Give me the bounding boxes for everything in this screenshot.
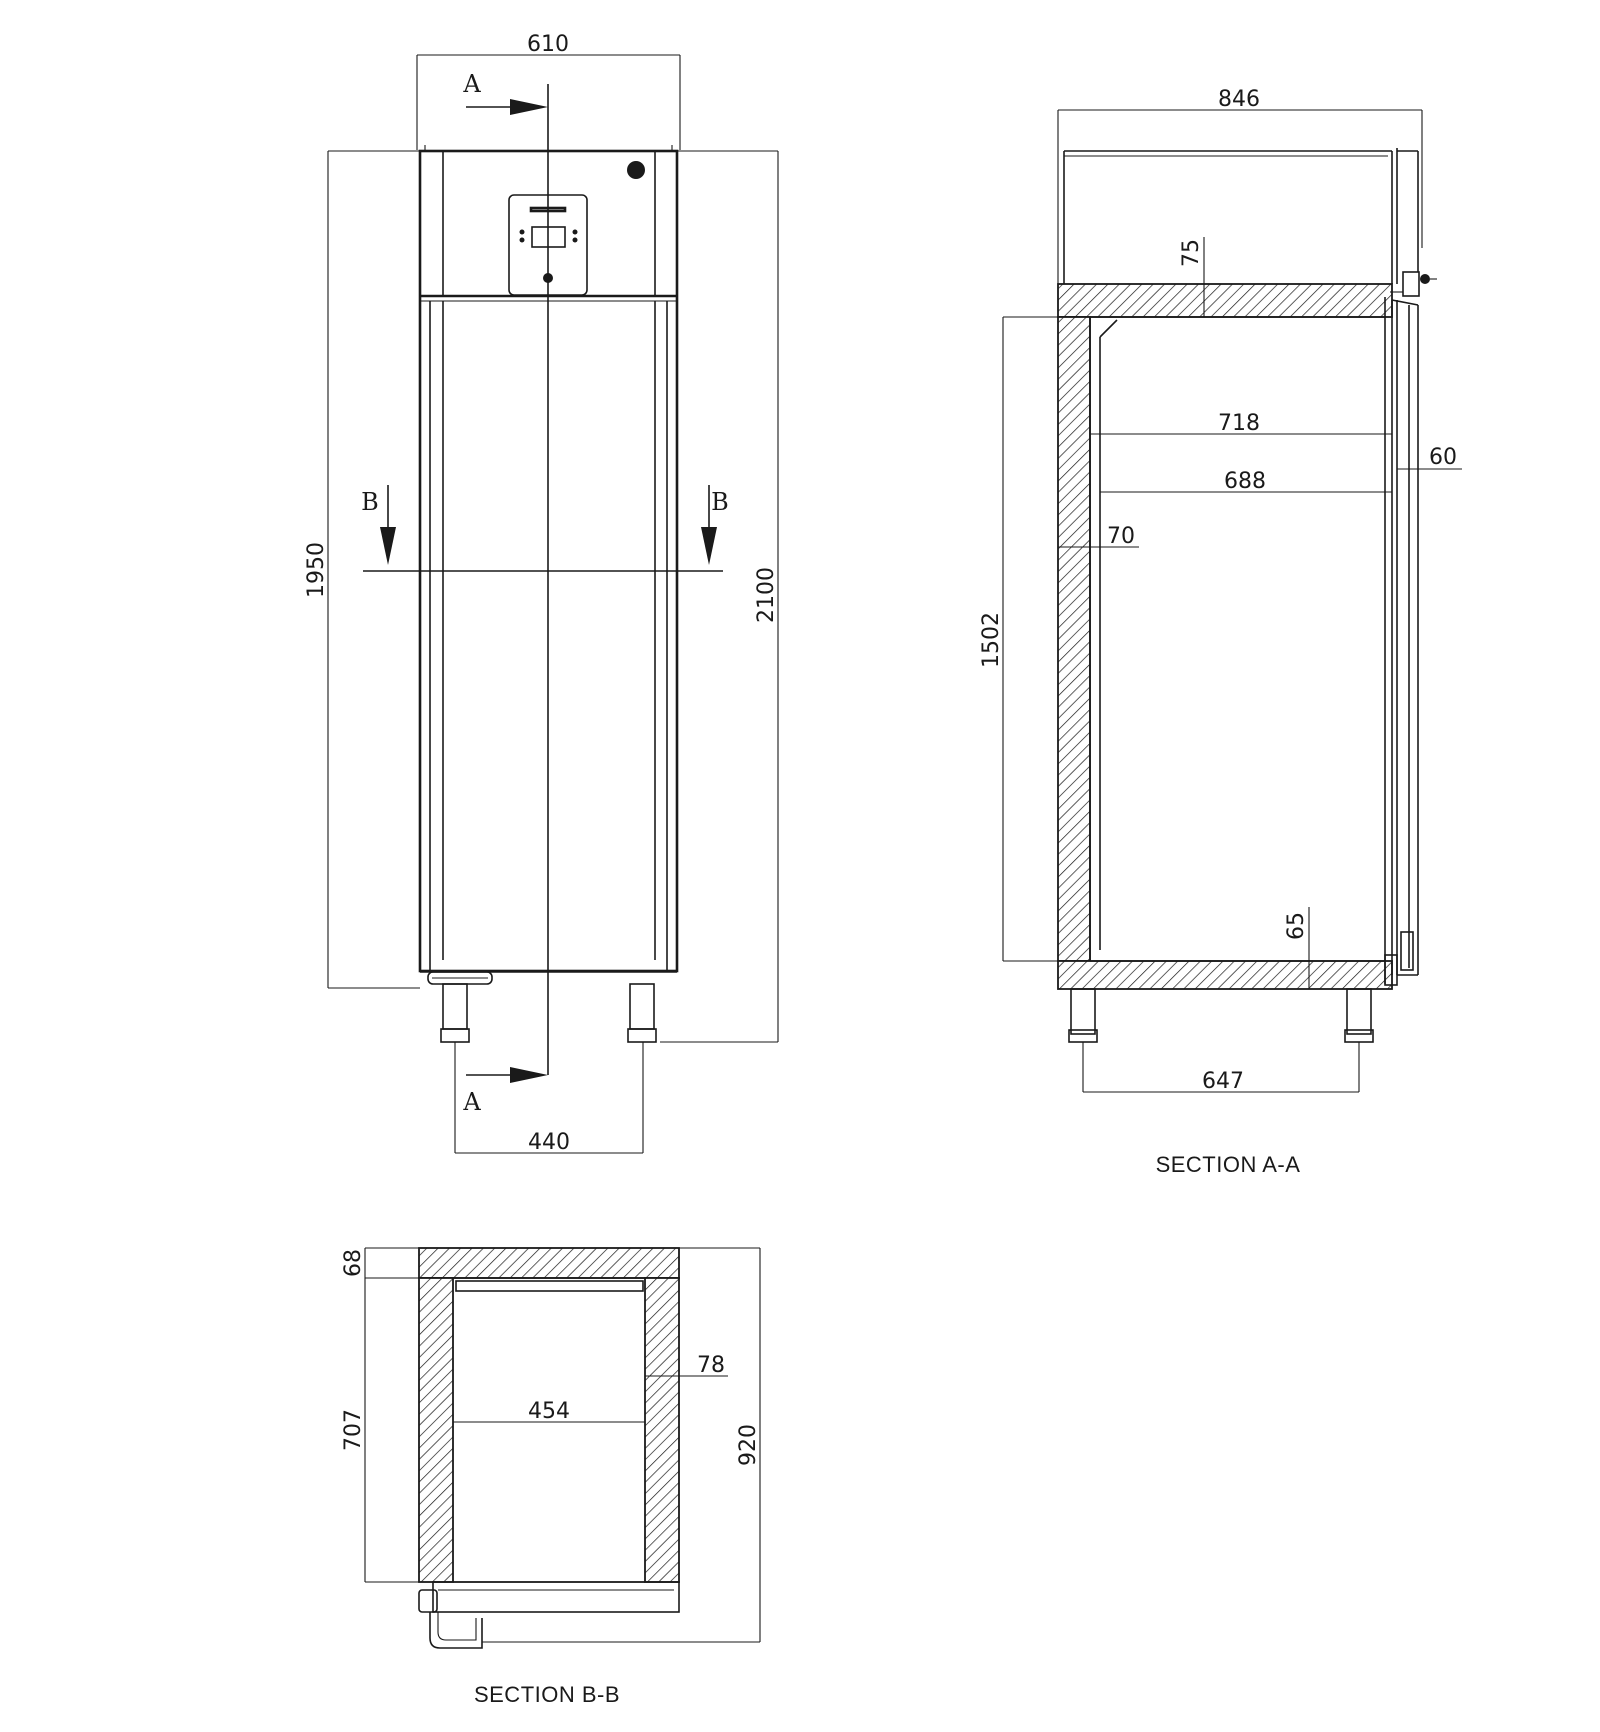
dimension-68-label: 68 <box>341 1249 366 1277</box>
door-section <box>1384 271 1437 986</box>
top-insulation <box>1057 283 1393 318</box>
section-a-top-label: A <box>462 70 481 98</box>
dimension-68: 68 <box>341 1247 453 1279</box>
section-line-a: A A <box>462 70 549 1116</box>
section-bb-liner <box>453 1277 645 1583</box>
dimension-846: 846 <box>1057 87 1423 284</box>
dimension-2100: 2100 <box>660 150 779 1043</box>
dimension-1502: 1502 <box>979 316 1058 962</box>
dimension-454: 454 <box>453 1399 645 1424</box>
dimension-440-label: 440 <box>528 1130 570 1155</box>
door-lock-icon <box>1402 271 1420 297</box>
section-bb-caption: SECTION B-B <box>474 1682 620 1707</box>
section-bb-door <box>418 1581 680 1649</box>
dimension-647: 647 <box>1082 1042 1360 1094</box>
right-side-insulation <box>644 1277 680 1583</box>
section-aa-feet <box>1068 988 1374 1043</box>
front-view: 610 1950 2100 <box>304 32 779 1155</box>
dimension-647-label: 647 <box>1202 1069 1244 1094</box>
dimension-454-label: 454 <box>528 1399 570 1424</box>
dimension-60: 60 <box>1397 445 1462 470</box>
section-aa-view: 846 <box>979 87 1462 1177</box>
dimension-846-label: 846 <box>1218 87 1260 112</box>
door-handle-icon <box>429 1612 483 1649</box>
dimension-718-label: 718 <box>1218 411 1260 436</box>
dimension-70: 70 <box>1058 524 1139 549</box>
dimension-707-label: 707 <box>341 1409 366 1451</box>
section-aa-caption: SECTION A-A <box>1156 1152 1301 1177</box>
cabinet-feet <box>440 983 657 1043</box>
dimension-440: 440 <box>454 1042 644 1155</box>
dimension-1950: 1950 <box>304 150 420 989</box>
dimension-688: 688 <box>1100 469 1392 494</box>
machine-compartment <box>1063 148 1419 284</box>
dimension-70-label: 70 <box>1107 524 1135 549</box>
dimension-75: 75 <box>1179 237 1205 317</box>
section-bb-view: 68 707 920 78 454 SECTION B-B <box>341 1247 761 1707</box>
dimension-2100-label: 2100 <box>754 567 779 623</box>
bottom-insulation <box>1057 960 1393 990</box>
dimension-688-label: 688 <box>1224 469 1266 494</box>
dimension-65: 65 <box>1284 907 1310 989</box>
section-b-left-label: B <box>361 488 379 516</box>
dimension-718: 718 <box>1090 411 1392 436</box>
dimension-920-label: 920 <box>736 1424 761 1466</box>
dimension-610-label: 610 <box>527 32 569 57</box>
dimension-78: 78 <box>645 1353 728 1378</box>
section-line-b: B B <box>361 485 729 572</box>
dimension-65-label: 65 <box>1284 912 1309 940</box>
section-b-right-label: B <box>711 488 729 516</box>
power-indicator-icon <box>627 161 645 179</box>
dimension-1950-label: 1950 <box>304 542 329 598</box>
dimension-60-label: 60 <box>1429 445 1457 470</box>
dimension-707: 707 <box>341 1278 453 1583</box>
dimension-78-label: 78 <box>697 1353 725 1378</box>
back-insulation <box>418 1247 680 1279</box>
back-wall-insulation <box>1057 316 1091 962</box>
inner-liner <box>1089 316 1385 962</box>
dimension-75-label: 75 <box>1179 239 1204 267</box>
dimension-1502-label: 1502 <box>979 612 1004 668</box>
dimension-920: 920 <box>482 1247 761 1643</box>
section-a-bottom-label: A <box>462 1088 481 1116</box>
dimension-610: 610 <box>416 32 681 150</box>
left-side-insulation <box>418 1277 454 1583</box>
